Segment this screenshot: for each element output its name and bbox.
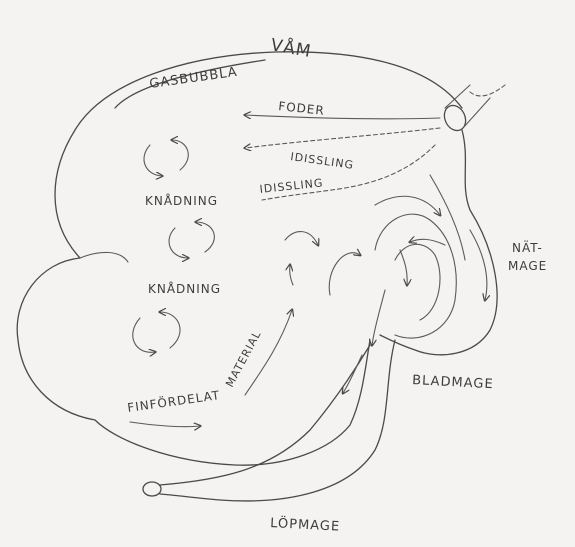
duodenum-end — [143, 482, 161, 496]
label-knadning-1: KNÅDNING — [145, 193, 218, 208]
label-material: MATERIAL — [223, 328, 264, 389]
kneading-circle-3 — [133, 312, 180, 352]
abomasum-arrow — [343, 355, 362, 393]
esophagus-opening — [440, 102, 469, 134]
label-gasbubbla: GASBUBBLA — [148, 65, 238, 92]
omasum-spiral — [375, 214, 456, 338]
abomasum-outline-lower — [160, 340, 395, 501]
omasum-arrow-1 — [375, 196, 440, 215]
esophagus-tube — [445, 85, 490, 128]
label-bladmage: BLADMAGE — [412, 373, 494, 392]
reticulum-inner — [430, 175, 465, 260]
label-knadning-2: KNÅDNING — [148, 281, 221, 296]
fine-material-arrow-1 — [130, 422, 200, 427]
label-natmage-1: NÄT- — [512, 240, 543, 255]
omasum-arrow-4 — [400, 250, 407, 285]
label-lopmage: LÖPMAGE — [270, 514, 341, 535]
label-finfordelat: FINFÖRDELAT — [126, 386, 221, 415]
omasum-arrow-2 — [329, 253, 360, 295]
fine-material-arrow-4 — [290, 265, 293, 285]
rumination-arrow-1 — [245, 128, 440, 148]
reticulum-flow-arrow — [470, 230, 487, 300]
rumen-inner-line — [80, 252, 128, 262]
feed-arrow — [245, 115, 440, 119]
label-foder: FODER — [278, 99, 326, 118]
kneading-circle-2 — [169, 222, 214, 258]
label-vam: VÅM — [269, 33, 313, 62]
label-idissling-1: IDISSLING — [290, 150, 355, 172]
kneading-circle-1 — [144, 140, 188, 176]
esophagus-dash — [470, 85, 505, 96]
fine-material-arrow-3 — [285, 232, 318, 245]
label-idissling-2: IDISSLING — [259, 176, 324, 196]
label-natmage-2: MAGE — [508, 259, 547, 273]
